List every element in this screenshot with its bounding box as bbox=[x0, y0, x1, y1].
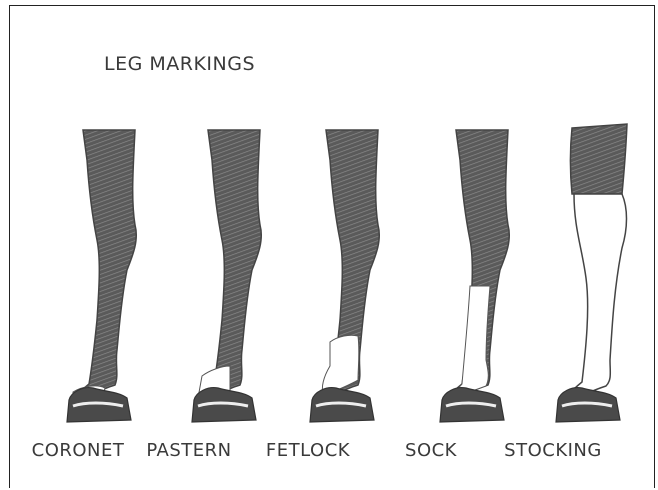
label-coronet: CORONET bbox=[32, 440, 125, 461]
leg-stocking bbox=[556, 124, 627, 422]
label-stocking: STOCKING bbox=[504, 440, 602, 461]
leg-coronet bbox=[67, 130, 136, 422]
leg-sock bbox=[440, 130, 509, 422]
leg-fetlock bbox=[310, 130, 379, 422]
label-fetlock: FETLOCK bbox=[266, 440, 350, 461]
label-sock: SOCK bbox=[405, 440, 457, 461]
leg-pastern bbox=[192, 130, 261, 422]
label-pastern: PASTERN bbox=[146, 440, 231, 461]
